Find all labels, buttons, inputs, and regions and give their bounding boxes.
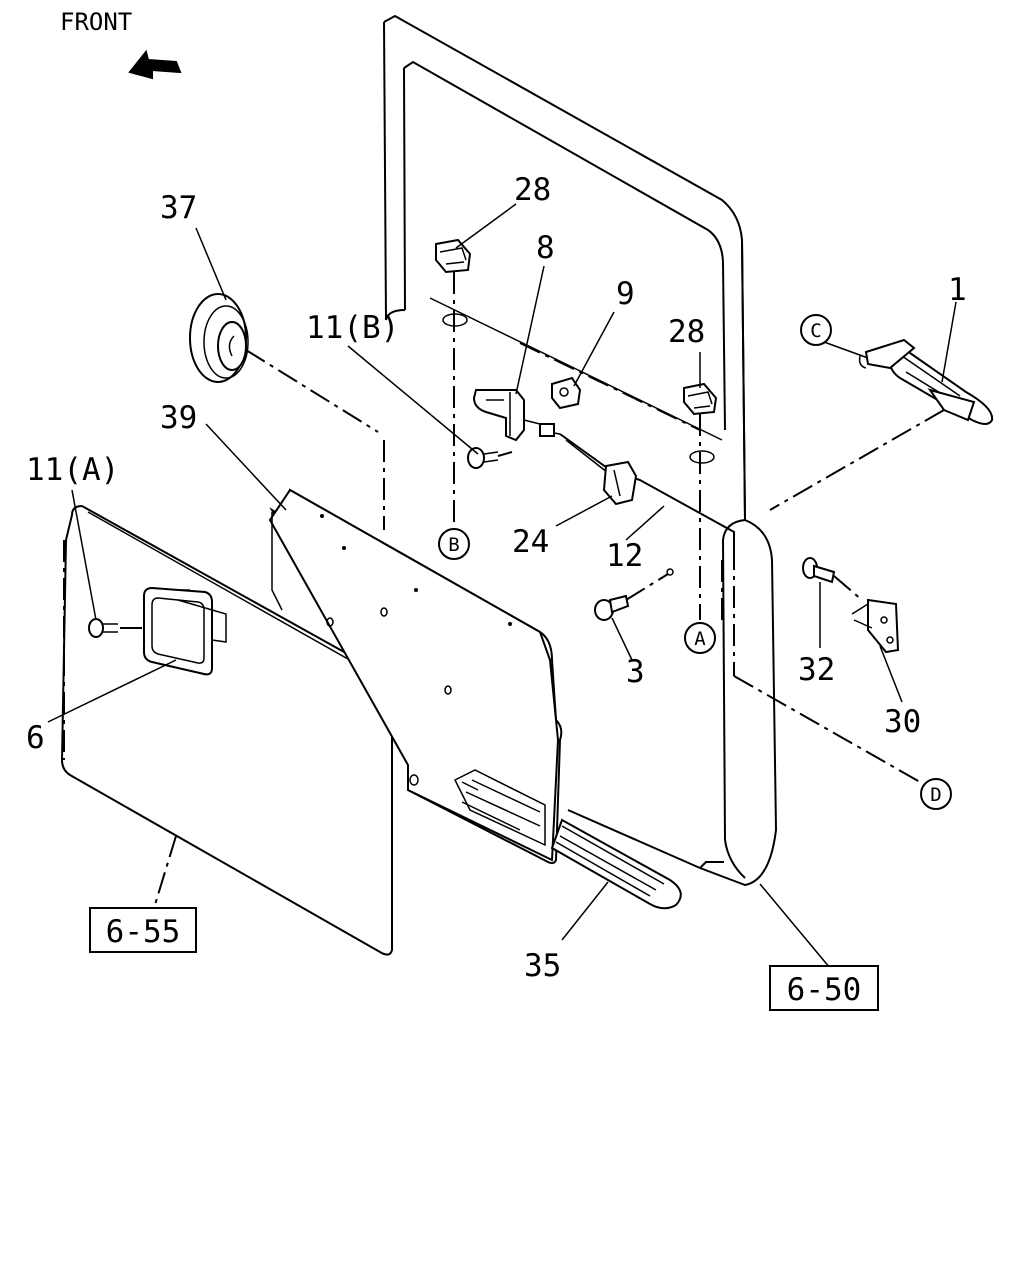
circled-a-text: A [694, 628, 706, 650]
callout-28-lower: 28 [668, 314, 705, 350]
callout-39: 39 [160, 400, 197, 436]
rod-clip [551, 376, 582, 410]
reference-6-55-text: 6-55 [106, 914, 181, 950]
inner-handle [472, 389, 561, 442]
latch-assembly [858, 338, 994, 425]
striker-plate [851, 598, 900, 654]
rod-holder [602, 460, 638, 506]
circled-c: C [800, 314, 832, 346]
circled-d: D [920, 778, 952, 810]
callout-3: 3 [626, 654, 645, 690]
watershield-sheet [268, 488, 563, 865]
callout-37: 37 [160, 190, 197, 226]
bolt [594, 568, 674, 621]
callout-24: 24 [512, 524, 549, 560]
circled-c-text: C [810, 320, 821, 342]
callout-32: 32 [798, 652, 835, 688]
grommet-cap [189, 293, 249, 383]
callout-12: 12 [606, 538, 643, 574]
screw-a [88, 618, 118, 638]
reference-6-55[interactable]: 6-55 [89, 907, 197, 953]
screw-b [467, 447, 499, 469]
clip-lower [683, 382, 718, 416]
callout-1: 1 [948, 272, 967, 308]
reference-6-50-text: 6-50 [787, 972, 862, 1008]
callout-28-upper: 28 [514, 172, 551, 208]
callout-9: 9 [616, 276, 635, 312]
circled-d-text: D [930, 784, 941, 806]
callout-11b: 11(B) [306, 310, 399, 346]
striker-bolt [802, 557, 836, 584]
reference-6-50[interactable]: 6-50 [769, 965, 879, 1011]
callout-35: 35 [524, 948, 561, 984]
circled-b-text: B [448, 534, 459, 556]
front-arrow-icon [128, 49, 182, 80]
clip-upper [435, 238, 472, 274]
circled-a: A [684, 622, 716, 654]
circled-b: B [438, 528, 470, 560]
lock-rod [559, 433, 735, 548]
callout-30: 30 [884, 704, 921, 740]
leader-lines [47, 203, 957, 969]
front-label: FRONT [60, 8, 132, 36]
callout-8: 8 [536, 230, 555, 266]
callout-11a: 11(A) [26, 452, 119, 488]
sill-trim [550, 818, 682, 910]
callout-6: 6 [26, 720, 45, 756]
